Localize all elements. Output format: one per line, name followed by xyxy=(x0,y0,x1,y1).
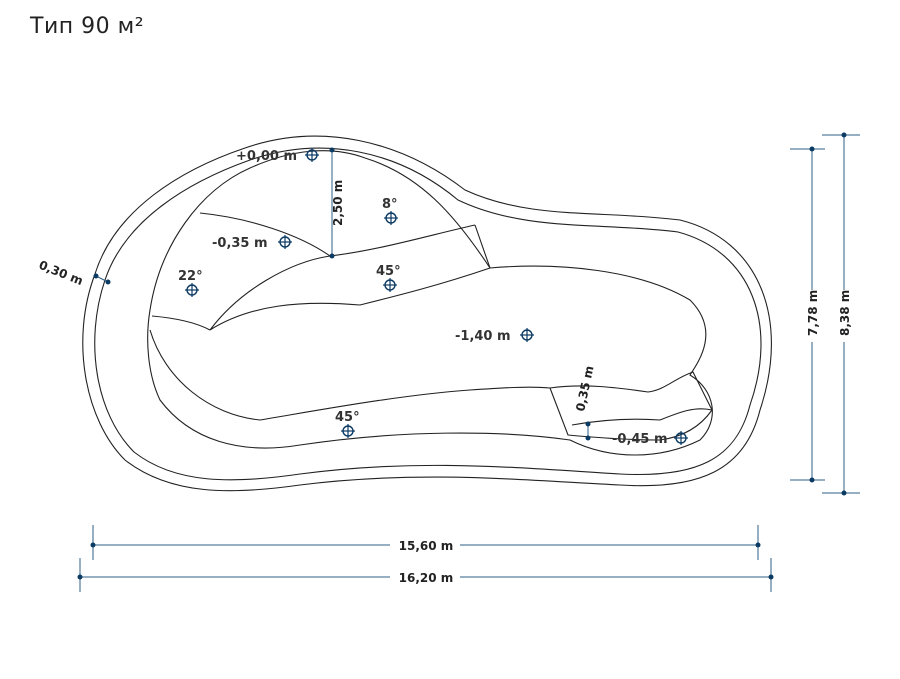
level-marker-main xyxy=(520,328,534,342)
level-marker-step xyxy=(674,431,688,445)
pool-outer-rim xyxy=(82,135,772,492)
upper-shelf-front xyxy=(209,224,491,331)
angle-top-label: 8° xyxy=(382,197,398,212)
inner-length-label: 15,60 m xyxy=(399,539,454,553)
step-inner-line xyxy=(571,408,713,426)
outer-height-dimension: 8,38 m xyxy=(822,132,860,496)
angle-marker-mid xyxy=(383,278,397,292)
outer-height-label: 8,38 m xyxy=(838,290,852,336)
inner-height-dimension: 7,78 m xyxy=(790,146,825,483)
shelf-width-label: 2,50 m xyxy=(331,180,345,226)
angle-marker-left xyxy=(185,283,199,297)
level-main-label: -1,40 m xyxy=(455,329,511,344)
shelf-width-dimension: 2,50 m xyxy=(329,147,345,259)
wall-thickness-label: 0,30 m xyxy=(37,258,85,288)
inner-height-label: 7,78 m xyxy=(806,290,820,336)
page-title: Тип 90 м² xyxy=(30,14,145,39)
step-height-label: 0,35 m xyxy=(573,364,596,412)
angle-marker-bottom xyxy=(341,424,355,438)
level-shelf-label: -0,35 m xyxy=(212,236,268,251)
left-shelf-edge xyxy=(151,315,211,331)
angle-left-label: 22° xyxy=(178,269,203,284)
level-top-label: +0,00 m xyxy=(236,149,297,164)
level-step-label: -0,45 m xyxy=(612,432,668,447)
level-marker-shelf xyxy=(278,235,292,249)
inner-length-dimension: 15,60 m xyxy=(90,525,761,560)
pool-interior-boundary xyxy=(147,150,713,456)
outer-length-dimension: 16,20 m xyxy=(77,558,774,592)
main-basin-slope xyxy=(149,329,551,421)
outer-length-label: 16,20 m xyxy=(399,571,454,585)
angle-mid-label: 45° xyxy=(376,264,401,279)
level-marker-top xyxy=(305,148,319,162)
angle-bottom-label: 45° xyxy=(335,410,360,425)
angle-marker-top xyxy=(384,211,398,225)
pool-rim-inner-line xyxy=(94,147,762,481)
step-height-dimension: 0,35 m xyxy=(573,364,597,441)
